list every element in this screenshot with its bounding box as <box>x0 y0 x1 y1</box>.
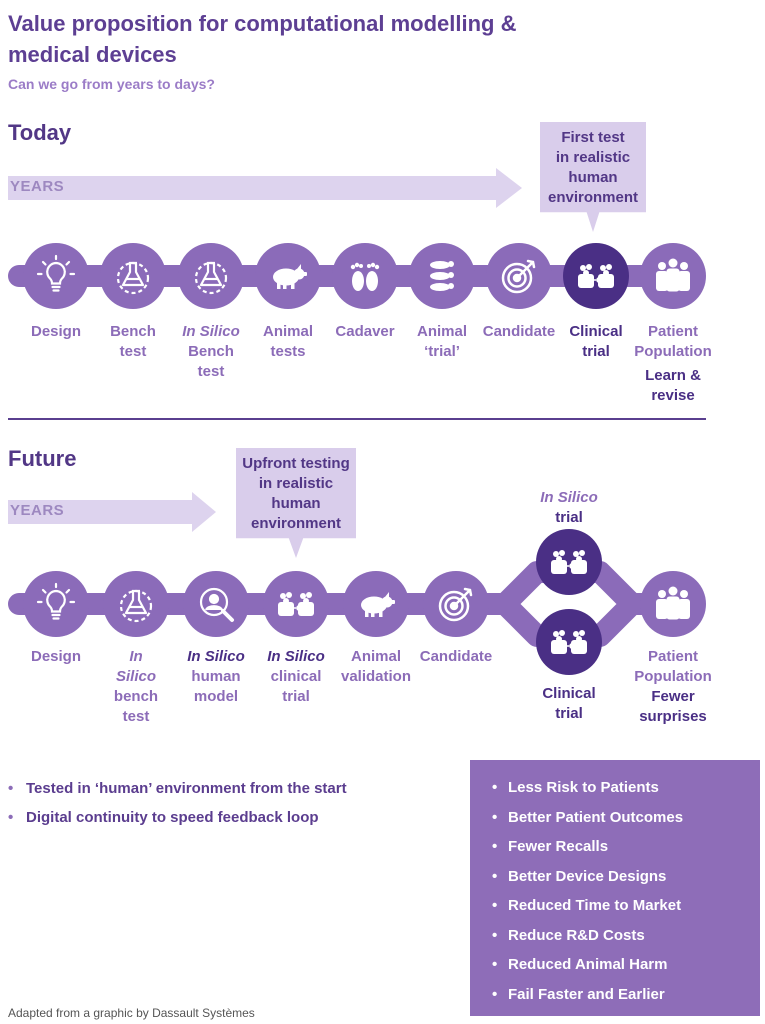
pig-icon <box>361 592 395 617</box>
future-label-design: Design <box>30 648 81 665</box>
section-divider <box>8 418 706 420</box>
future-heading: Future <box>8 446 77 471</box>
list-item: •Better Device Designs <box>492 867 667 885</box>
lightbulb-icon <box>36 254 76 292</box>
list-item: •Tested in ‘human’ environment from the … <box>8 780 347 797</box>
key-points-list: •Tested in ‘human’ environment from the … <box>8 780 347 838</box>
target-icon <box>501 259 536 294</box>
page-title: Value proposition for computational mode… <box>8 11 517 67</box>
future-node-insilico-trial <box>536 529 602 595</box>
future-node-animal-validation <box>343 571 409 637</box>
flask-gear-icon <box>194 261 228 295</box>
future-node-clinical <box>536 609 602 675</box>
list-item: •Digital continuity to speed feedback lo… <box>8 809 319 826</box>
credit-line: Adapted from a graphic by Dassault Systè… <box>8 1006 255 1020</box>
today-callout: First test in realistic human environmen… <box>540 122 646 232</box>
pigs-stack-icon <box>430 261 454 291</box>
list-item: •Less Risk to Patients <box>492 779 659 796</box>
today-node-cadaver <box>332 243 398 309</box>
list-item: •Fail Faster and Earlier <box>492 985 665 1003</box>
page-subtitle: Can we go from years to days? <box>8 76 215 92</box>
today-node-candidate <box>486 243 552 309</box>
years-arrow-shape <box>8 168 522 208</box>
people-exchange-icon <box>277 591 315 617</box>
crowd-icon <box>656 258 690 292</box>
future-node-patient <box>640 571 706 637</box>
people-exchange-icon <box>550 549 588 575</box>
list-item: •Reduced Animal Harm <box>492 956 668 973</box>
flask-gear-icon <box>119 589 153 623</box>
future-node-design <box>23 571 89 637</box>
future-label-candidate: Candidate <box>419 648 493 665</box>
future-node-insilico-clinical <box>263 571 329 637</box>
callout-line: in realistic <box>555 149 631 166</box>
human-model-icon <box>199 587 234 622</box>
future-node-human-model <box>183 571 249 637</box>
today-heading: Today <box>8 120 72 145</box>
years-arrow-shape <box>8 492 216 532</box>
people-exchange-icon <box>550 629 588 655</box>
today-node-bench <box>100 243 166 309</box>
future-node-candidate <box>423 571 489 637</box>
today-node-design <box>23 243 89 309</box>
footprints-icon <box>350 262 380 291</box>
callout-line: environment <box>250 515 341 532</box>
callout-line: in realistic <box>258 475 334 492</box>
callout-line: First test <box>561 129 625 146</box>
people-exchange-icon <box>577 263 615 289</box>
callout-line: human <box>271 495 321 512</box>
pig-icon <box>273 264 307 289</box>
target-icon <box>438 587 473 622</box>
callout-line: human <box>568 169 618 186</box>
today-node-patient <box>640 243 706 309</box>
list-item: •Fewer Recalls <box>492 838 609 855</box>
years-label: YEARS <box>10 502 65 519</box>
today-node-insilico-bench <box>178 243 244 309</box>
callout-line: Upfront testing <box>242 455 350 472</box>
future-years-arrow: YEARS <box>8 492 216 532</box>
callout-line: environment <box>547 189 638 206</box>
today-node-animal-tests <box>255 243 321 309</box>
lightbulb-icon <box>36 582 76 620</box>
today-node-animal-trial <box>409 243 475 309</box>
today-label-candidate: Candidate <box>482 323 556 340</box>
crowd-icon <box>656 586 690 620</box>
list-item: •Better Patient Outcomes <box>492 808 684 826</box>
years-label: YEARS <box>10 178 65 195</box>
today-label-cadaver: Cadaver <box>335 323 395 340</box>
future-node-insilico-bench <box>103 571 169 637</box>
today-node-clinical <box>563 243 629 309</box>
benefits-panel: •Less Risk to Patients •Better Patient O… <box>470 760 760 1016</box>
list-item: •Reduce R&D Costs <box>492 926 645 944</box>
today-label-animal-trial: Animal‘trial’ <box>416 323 467 360</box>
today-label-design: Design <box>30 323 81 340</box>
flask-gear-icon <box>116 261 150 295</box>
list-item: •Reduced Time to Market <box>492 897 682 914</box>
today-years-arrow: YEARS <box>8 168 522 208</box>
